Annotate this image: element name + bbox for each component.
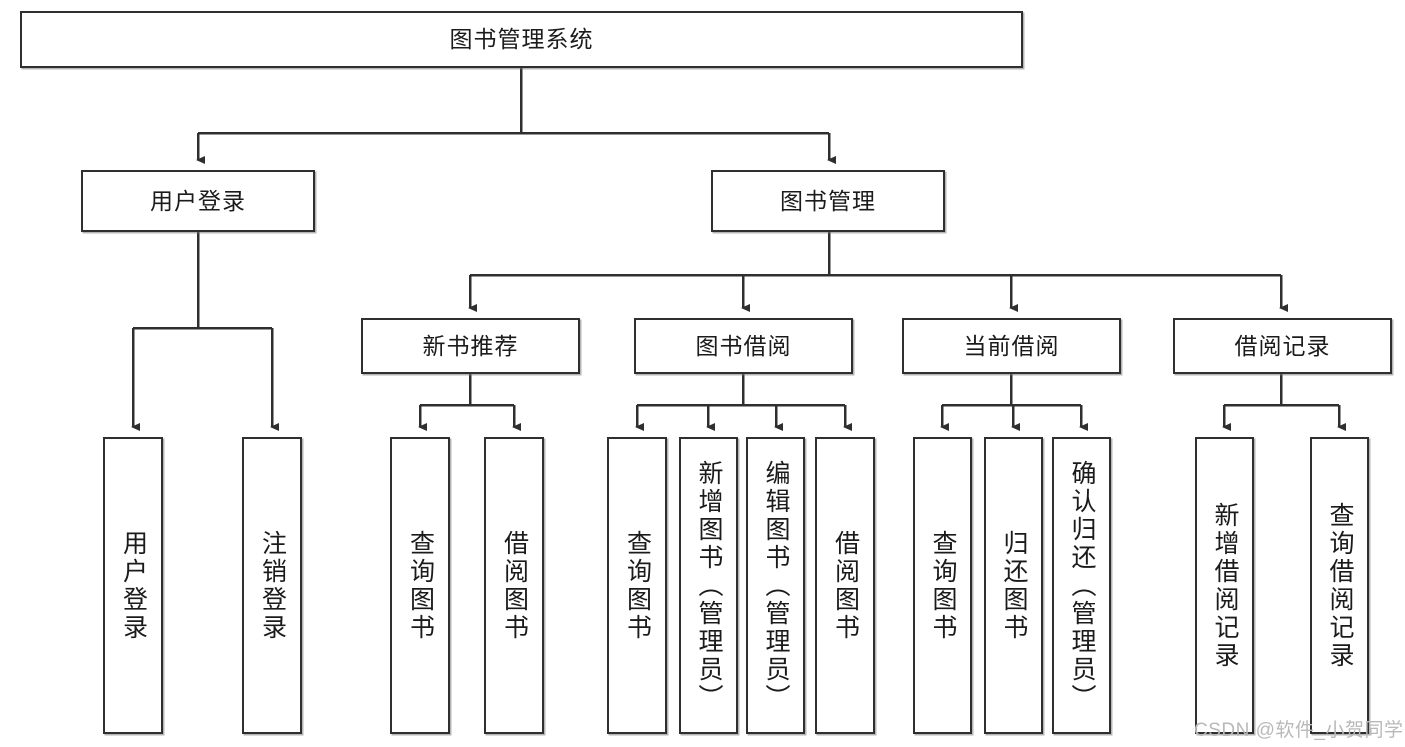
node-leaf-user-login[interactable]: 用户登录	[103, 437, 163, 734]
node-root-label: 图书管理系统	[449, 26, 594, 53]
node-leaf-add-book[interactable]: 新增图书（管理员）	[679, 437, 738, 734]
node-book-borrow[interactable]: 图书借阅	[634, 318, 853, 374]
node-leaf-query-book-1-label: 查询图书	[406, 529, 435, 642]
node-current-borrow[interactable]: 当前借阅	[902, 318, 1121, 374]
node-leaf-borrow-book-1[interactable]: 借阅图书	[484, 437, 544, 734]
node-leaf-query-book-2-label: 查询图书	[623, 529, 652, 642]
watermark: CSDN @软件_小贺同学	[1194, 720, 1404, 741]
node-leaf-add-book-label: 新增图书（管理员）	[695, 459, 723, 712]
node-leaf-confirm-return[interactable]: 确认归还（管理员）	[1052, 437, 1111, 734]
node-leaf-user-logout-label: 注销登录	[258, 529, 287, 642]
node-leaf-add-record[interactable]: 新增借阅记录	[1195, 437, 1254, 734]
node-book-manage[interactable]: 图书管理	[711, 170, 945, 232]
node-user-login-label: 用户登录	[150, 187, 246, 214]
node-leaf-borrow-book-2-label: 借阅图书	[831, 529, 860, 642]
node-leaf-query-book-3[interactable]: 查询图书	[913, 437, 972, 734]
node-book-borrow-label: 图书借阅	[695, 332, 792, 359]
node-new-book-recommend-label: 新书推荐	[422, 332, 519, 359]
node-leaf-return-book-label: 归还图书	[1000, 529, 1028, 642]
node-borrow-record-label: 借阅记录	[1234, 332, 1331, 359]
node-borrow-record[interactable]: 借阅记录	[1173, 318, 1392, 374]
node-current-borrow-label: 当前借阅	[963, 332, 1060, 359]
node-leaf-borrow-book-2[interactable]: 借阅图书	[815, 437, 875, 734]
node-leaf-user-logout[interactable]: 注销登录	[242, 437, 302, 734]
node-leaf-return-book[interactable]: 归还图书	[984, 437, 1043, 734]
node-user-login[interactable]: 用户登录	[81, 170, 315, 232]
node-leaf-add-record-label: 新增借阅记录	[1211, 501, 1239, 670]
node-leaf-query-book-1[interactable]: 查询图书	[390, 437, 450, 734]
node-book-manage-label: 图书管理	[780, 187, 876, 214]
node-leaf-query-record[interactable]: 查询借阅记录	[1310, 437, 1369, 734]
node-new-book-recommend[interactable]: 新书推荐	[361, 318, 580, 374]
node-root[interactable]: 图书管理系统	[20, 11, 1023, 68]
node-leaf-confirm-return-label: 确认归还（管理员）	[1068, 459, 1096, 712]
node-leaf-query-book-3-label: 查询图书	[929, 529, 957, 642]
node-leaf-edit-book-label: 编辑图书（管理员）	[762, 459, 790, 712]
node-leaf-borrow-book-1-label: 借阅图书	[500, 529, 529, 642]
node-leaf-edit-book[interactable]: 编辑图书（管理员）	[746, 437, 805, 734]
node-leaf-query-book-2[interactable]: 查询图书	[607, 437, 667, 734]
node-leaf-user-login-label: 用户登录	[119, 529, 148, 642]
node-leaf-query-record-label: 查询借阅记录	[1326, 501, 1354, 670]
